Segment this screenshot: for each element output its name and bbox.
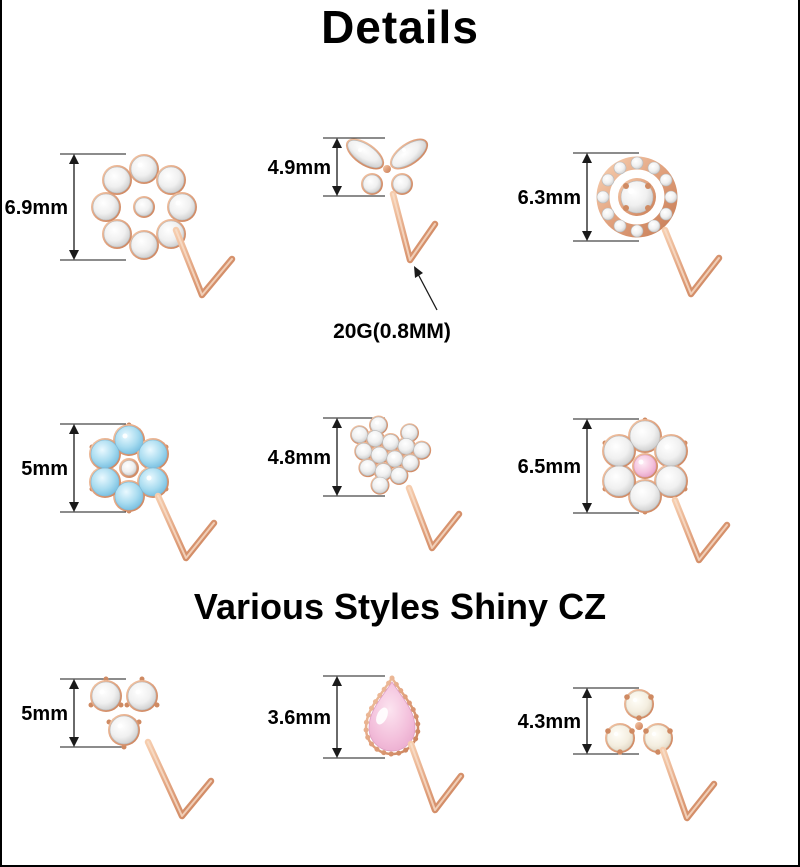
dimension-arrow [573, 418, 639, 514]
gauge-label: 20G(0.8MM) [333, 320, 451, 343]
heart-stud-image [350, 415, 432, 495]
l-shaped-pin [671, 496, 731, 564]
gauge-pointer-arrow [414, 266, 438, 311]
size-label: 6.9mm [5, 197, 68, 219]
product-item-halo-cz: 6.3mm [517, 112, 798, 324]
size-label: 4.9mm [268, 157, 331, 179]
dimension-arrow [60, 423, 126, 513]
opal-trinity-stud-image [605, 689, 673, 755]
size-label: 6.5mm [518, 456, 581, 478]
l-shaped-pin [407, 740, 465, 814]
trio-cluster-stud-image [88, 676, 160, 750]
size-label: 3.6mm [268, 707, 331, 729]
dimension-arrow [323, 417, 385, 497]
size-label: 6.3mm [518, 187, 581, 209]
product-item-opal-trinity: 4.3mm [517, 648, 798, 865]
dimension-arrow [573, 152, 639, 242]
product-item-heart-cz: 4.8mm [267, 388, 517, 593]
halo-stud-image [596, 156, 678, 238]
dimension-arrow [60, 678, 126, 748]
l-shaped-pin [172, 226, 236, 299]
dimension-arrow [323, 675, 385, 759]
page-title: Details [321, 1, 479, 53]
product-item-blue-flower-cz: 5mm [4, 388, 264, 593]
size-label: 5mm [21, 458, 68, 480]
dimension-arrow [323, 137, 385, 197]
butterfly-stud-image [345, 138, 429, 195]
l-shaped-pin [661, 226, 723, 298]
dimension-arrow [573, 687, 639, 755]
product-item-butterfly-cz: 4.9mm 20G(0.8MM) [267, 112, 517, 360]
size-label: 5mm [21, 703, 68, 725]
product-item-flower-cz: 6.9mm [4, 112, 264, 324]
size-label: 4.8mm [268, 447, 331, 469]
flower-pink-center-stud-image [602, 417, 688, 515]
product-item-pink-teardrop: 3.6mm [267, 648, 517, 865]
product-item-flower-pink-center: 6.5mm [517, 388, 798, 593]
size-label: 4.3mm [518, 711, 581, 733]
l-shaped-pin [154, 492, 218, 562]
pink-teardrop-stud-image [363, 673, 421, 757]
dimension-arrow [60, 153, 126, 261]
section-subtitle: Various Styles Shiny CZ [193, 586, 607, 627]
l-shaped-pin [144, 738, 215, 820]
blue-flower-stud-image [89, 422, 169, 514]
l-shaped-pin [405, 484, 463, 552]
l-shaped-pin [659, 746, 718, 822]
flower-stud-image [91, 154, 197, 260]
l-shaped-pin [389, 190, 439, 264]
product-item-trio-cluster: 5mm [4, 648, 264, 865]
